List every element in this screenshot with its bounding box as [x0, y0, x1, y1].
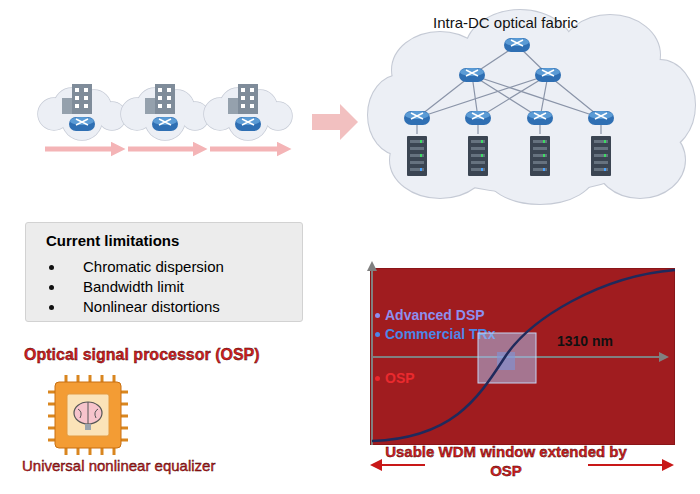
fabric-cloud: Intra-DC optical fabric	[365, 0, 697, 207]
cloud-fill	[595, 122, 685, 198]
bullet-item: Nonlinear distortions	[83, 298, 220, 316]
transition-arrow	[312, 104, 358, 140]
text-run: Chromatic dispersion	[83, 258, 224, 275]
bullet-dot	[375, 313, 380, 318]
bullet-dot	[375, 376, 380, 381]
cloud-fill	[368, 75, 432, 155]
chip-icon	[74, 402, 102, 424]
bullet-dot	[49, 305, 54, 310]
text-run: 1310 nm	[557, 333, 613, 349]
text-run: Intra-DC optical fabric	[433, 14, 578, 31]
cloud-outline	[485, 140, 595, 204]
series-label: Advanced DSP	[385, 307, 485, 324]
chip-icon	[55, 382, 121, 448]
wdm-chart	[376, 464, 425, 466]
datacenter-chain	[38, 84, 292, 149]
series-label: OSP	[385, 370, 415, 387]
cloud-outline	[595, 122, 685, 198]
cloud-outline	[365, 0, 697, 207]
datacenter-chain	[45, 147, 284, 152]
datacenter-chain	[204, 84, 292, 140]
bullet-dot	[49, 285, 54, 290]
datacenter-chain	[121, 84, 209, 140]
bullet-item: Bandwidth limit	[83, 278, 184, 296]
text-run: Nonlinear distortions	[83, 298, 220, 315]
chip-icon	[67, 394, 109, 436]
window-label: Usable WDM window extended by OSP	[376, 443, 636, 481]
bullet-item: Chromatic dispersion	[83, 258, 224, 276]
text-run: OSP	[385, 370, 415, 386]
datacenter-chain	[38, 84, 126, 140]
wavelength-label: 1310 nm	[557, 333, 613, 350]
cloud-outline	[368, 75, 432, 155]
text-run: Commercial TRx	[385, 326, 495, 342]
datacenter-chain	[128, 147, 200, 152]
series-label: Commercial TRx	[385, 326, 495, 343]
osp-caption: Universal nonlinear equalizer	[22, 457, 215, 476]
text-run: Advanced DSP	[385, 307, 485, 323]
text-run: Current limitations	[46, 232, 179, 249]
chip-icon	[48, 375, 128, 455]
datacenter-chain	[45, 147, 118, 152]
cloud-fill	[485, 140, 595, 204]
osp-title: Optical signal processor (OSP)	[24, 345, 260, 365]
chip-icon	[78, 402, 98, 424]
bullet-dot	[375, 332, 380, 337]
cloud-title: Intra-DC optical fabric	[433, 14, 578, 32]
chip-icon	[85, 424, 91, 430]
text-run: Bandwidth limit	[83, 278, 184, 295]
datacenter-chain	[210, 147, 284, 152]
chart-panel: Advanced DSP Commercial TRxOSP 1310 nm	[370, 268, 675, 445]
box-heading: Current limitations	[46, 232, 179, 250]
chip-icon	[48, 375, 128, 455]
wdm-chart	[588, 464, 668, 466]
bullet-dot	[49, 265, 54, 270]
limitations-box: Current limitationsChromatic dispersionB…	[25, 222, 303, 322]
